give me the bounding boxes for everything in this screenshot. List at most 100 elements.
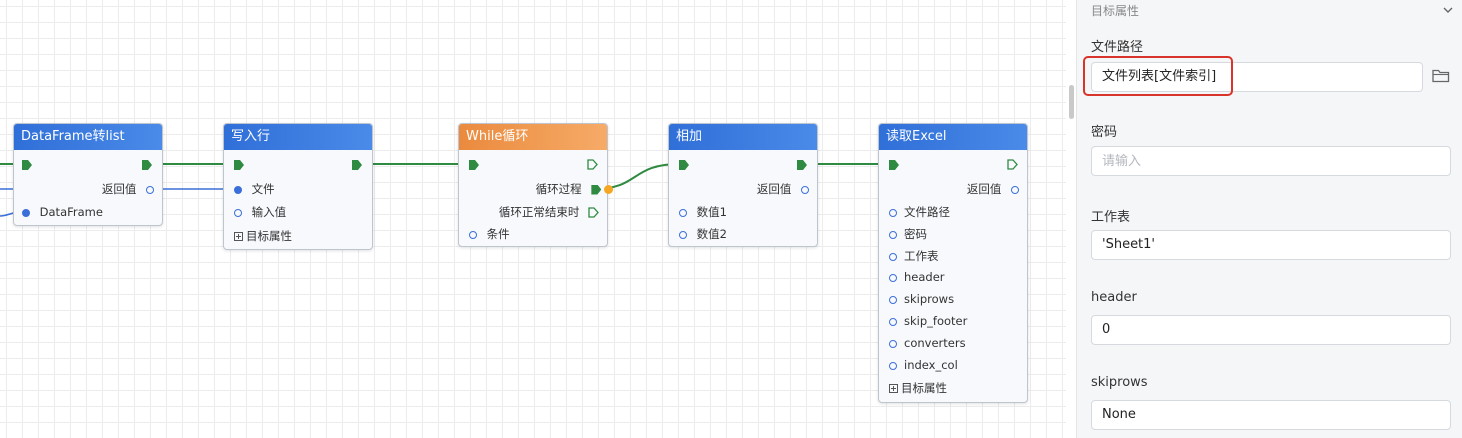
skiprows-label: skiprows [1091, 375, 1148, 390]
return-row: 返回值 [757, 180, 809, 198]
param-row: index_col [889, 356, 958, 374]
param-label: 文件路径 [904, 205, 950, 219]
return-port[interactable] [1011, 185, 1019, 194]
condition-port[interactable] [469, 230, 477, 239]
header-input[interactable]: 0 [1091, 315, 1451, 345]
num2-port[interactable] [679, 230, 687, 239]
condition-label: 条件 [486, 227, 510, 241]
return-port[interactable] [146, 185, 154, 194]
properties-panel: 目标属性 文件路径 文件列表[文件索引] 密码 工作表 'Sheet1' hea… [1076, 0, 1462, 438]
param-row-file: 文件 [234, 180, 275, 198]
sheet-input[interactable]: 'Sheet1' [1091, 230, 1451, 260]
node-title: 相加 [669, 124, 817, 150]
node-title: 读取Excel [879, 124, 1027, 150]
param-port[interactable] [889, 230, 897, 239]
file-port[interactable] [234, 185, 242, 194]
param-label: 密码 [904, 227, 927, 241]
node-read-excel[interactable]: 读取Excel 返回值 文件路径 密码 工作表 header skiprows … [878, 123, 1028, 403]
param-row: converters [889, 334, 966, 352]
param-label: skiprows [904, 292, 955, 306]
flow-canvas[interactable]: DataFrame转list 返回值 DataFrame 写入行 文件 输入值 … [0, 0, 1066, 438]
param-port[interactable] [889, 295, 897, 304]
scrollbar-thumb[interactable] [1069, 85, 1074, 119]
node-title: While循环 [459, 124, 607, 150]
return-label: 返回值 [966, 182, 1002, 196]
return-row: 返回值 [102, 180, 154, 198]
node-add[interactable]: 相加 返回值 数值1 数值2 [668, 123, 818, 247]
target-props-label: 目标属性 [246, 229, 292, 243]
password-input[interactable] [1091, 146, 1451, 176]
return-label: 返回值 [101, 182, 137, 196]
loop-end-row: 循环正常结束时 [499, 203, 599, 221]
target-props-toggle[interactable]: 目标属性 [234, 227, 292, 245]
chevron-down-icon[interactable] [1443, 7, 1453, 14]
connector-knob-icon[interactable] [604, 185, 613, 194]
return-label: 返回值 [756, 182, 792, 196]
node-title: DataFrame转list [14, 124, 162, 150]
param-label: converters [904, 336, 966, 350]
param-label: skip_footer [904, 314, 968, 328]
param-row-input: 输入值 [234, 203, 286, 221]
param-port[interactable] [889, 339, 897, 348]
section-header[interactable]: 目标属性 [1091, 2, 1453, 20]
param-row-num2: 数值2 [679, 225, 727, 243]
param-label: 输入值 [251, 205, 287, 219]
param-row: header [889, 268, 945, 286]
num1-port[interactable] [679, 208, 687, 217]
skiprows-input[interactable]: None [1091, 400, 1451, 430]
password-label: 密码 [1091, 125, 1118, 140]
folder-icon[interactable] [1432, 68, 1450, 83]
input-port[interactable] [234, 208, 242, 217]
param-port[interactable] [889, 252, 897, 261]
param-row: skiprows [889, 290, 954, 308]
flow-out-port[interactable] [587, 159, 598, 170]
loop-process-port[interactable] [591, 184, 602, 195]
node-while-loop[interactable]: While循环 循环过程 循环正常结束时 条件 [458, 123, 613, 247]
expand-plus-icon[interactable] [889, 384, 898, 393]
flow-in-port[interactable] [889, 160, 899, 170]
target-props-label: 目标属性 [901, 381, 947, 395]
node-dataframe-to-list[interactable]: DataFrame转list 返回值 DataFrame [13, 123, 163, 226]
param-label: 工作表 [904, 249, 939, 263]
flow-out-port[interactable] [797, 160, 807, 170]
param-row: 密码 [889, 225, 927, 243]
dataframe-port[interactable] [22, 208, 30, 217]
param-label: 文件 [251, 182, 275, 196]
node-write-row[interactable]: 写入行 文件 输入值 目标属性 [223, 123, 373, 250]
file-path-input[interactable]: 文件列表[文件索引] [1091, 62, 1423, 92]
param-row: 文件路径 [889, 203, 950, 221]
highlight-box [1083, 56, 1233, 96]
param-row-num1: 数值1 [679, 203, 727, 221]
flow-in-port[interactable] [679, 160, 689, 170]
flow-out-port[interactable] [142, 160, 152, 170]
param-port[interactable] [889, 273, 897, 282]
sheet-label: 工作表 [1091, 210, 1131, 225]
flow-in-port[interactable] [234, 160, 244, 170]
loop-end-label: 循环正常结束时 [498, 205, 580, 219]
param-label: header [904, 270, 945, 284]
target-props-toggle[interactable]: 目标属性 [889, 379, 947, 397]
return-row: 返回值 [967, 180, 1019, 198]
node-title: 写入行 [224, 124, 372, 150]
param-port[interactable] [889, 208, 897, 217]
param-port[interactable] [889, 317, 897, 326]
flow-out-port[interactable] [352, 160, 362, 170]
param-row: skip_footer [889, 312, 967, 330]
param-port[interactable] [889, 361, 897, 370]
param-label: 数值1 [696, 205, 727, 219]
loop-process-label: 循环过程 [535, 182, 582, 196]
param-row: 工作表 [889, 247, 939, 265]
file-path-label: 文件路径 [1091, 40, 1144, 55]
header-label: header [1091, 290, 1137, 305]
condition-row: 条件 [469, 225, 510, 243]
param-label: index_col [904, 358, 958, 372]
panel-splitter[interactable] [1066, 0, 1076, 438]
return-port[interactable] [801, 185, 809, 194]
flow-in-port[interactable] [469, 160, 479, 170]
flow-out-port[interactable] [1007, 159, 1018, 170]
flow-in-port[interactable] [22, 160, 32, 170]
loop-end-port[interactable] [588, 207, 599, 218]
expand-plus-icon[interactable] [234, 232, 243, 241]
input-row: DataFrame [22, 203, 103, 221]
dataframe-label: DataFrame [39, 205, 103, 219]
